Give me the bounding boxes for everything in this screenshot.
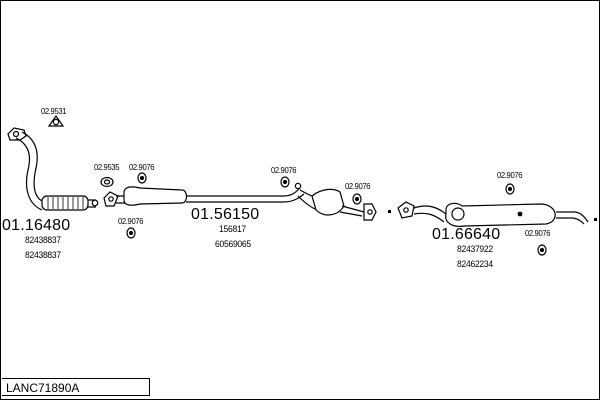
oem-number-front-1: 82438837 xyxy=(25,235,61,246)
clamp-label-a: 02.9076 xyxy=(129,162,155,172)
oem-number-middle-1: 156817 xyxy=(219,224,246,235)
clamp-02-9076-icon-e xyxy=(505,183,515,195)
gasket-label-02-9535: 02.9535 xyxy=(94,162,120,172)
rear-silencer xyxy=(397,201,589,227)
center-resonator xyxy=(294,182,377,221)
oem-number-rear-1: 82437922 xyxy=(457,244,493,255)
connector-marks xyxy=(388,210,597,221)
kit-code-box: LANC71890A xyxy=(2,378,150,396)
clamp-02-9076-icon-d xyxy=(352,193,362,205)
gasket-label-02-9531: 02.9531 xyxy=(41,106,67,116)
clamp-label-c: 02.9076 xyxy=(271,165,297,175)
part-number-front: 01.16480 xyxy=(2,217,71,234)
middle-section xyxy=(103,186,305,207)
clamp-02-9076-icon-a xyxy=(137,172,147,184)
clamp-02-9076-icon-b xyxy=(126,227,136,239)
clamp-label-e: 02.9076 xyxy=(497,170,523,180)
part-number-middle: 01.56150 xyxy=(191,206,260,223)
gasket-02-9531-icon xyxy=(47,114,65,127)
clamp-label-d: 02.9076 xyxy=(345,181,371,191)
kit-code: LANC71890A xyxy=(6,381,80,395)
front-downpipe xyxy=(7,127,99,211)
clamp-label-f: 02.9076 xyxy=(525,228,551,238)
clamp-02-9076-icon-f xyxy=(537,244,547,256)
clamp-label-b: 02.9076 xyxy=(118,216,144,226)
oem-number-rear-2: 82462234 xyxy=(457,259,493,270)
part-number-rear: 01.66640 xyxy=(432,226,501,243)
oem-number-front-2: 82438837 xyxy=(25,250,61,261)
gasket-02-9535-icon xyxy=(100,176,114,188)
clamp-02-9076-icon-c xyxy=(280,176,290,188)
oem-number-middle-2: 60569065 xyxy=(215,239,251,250)
